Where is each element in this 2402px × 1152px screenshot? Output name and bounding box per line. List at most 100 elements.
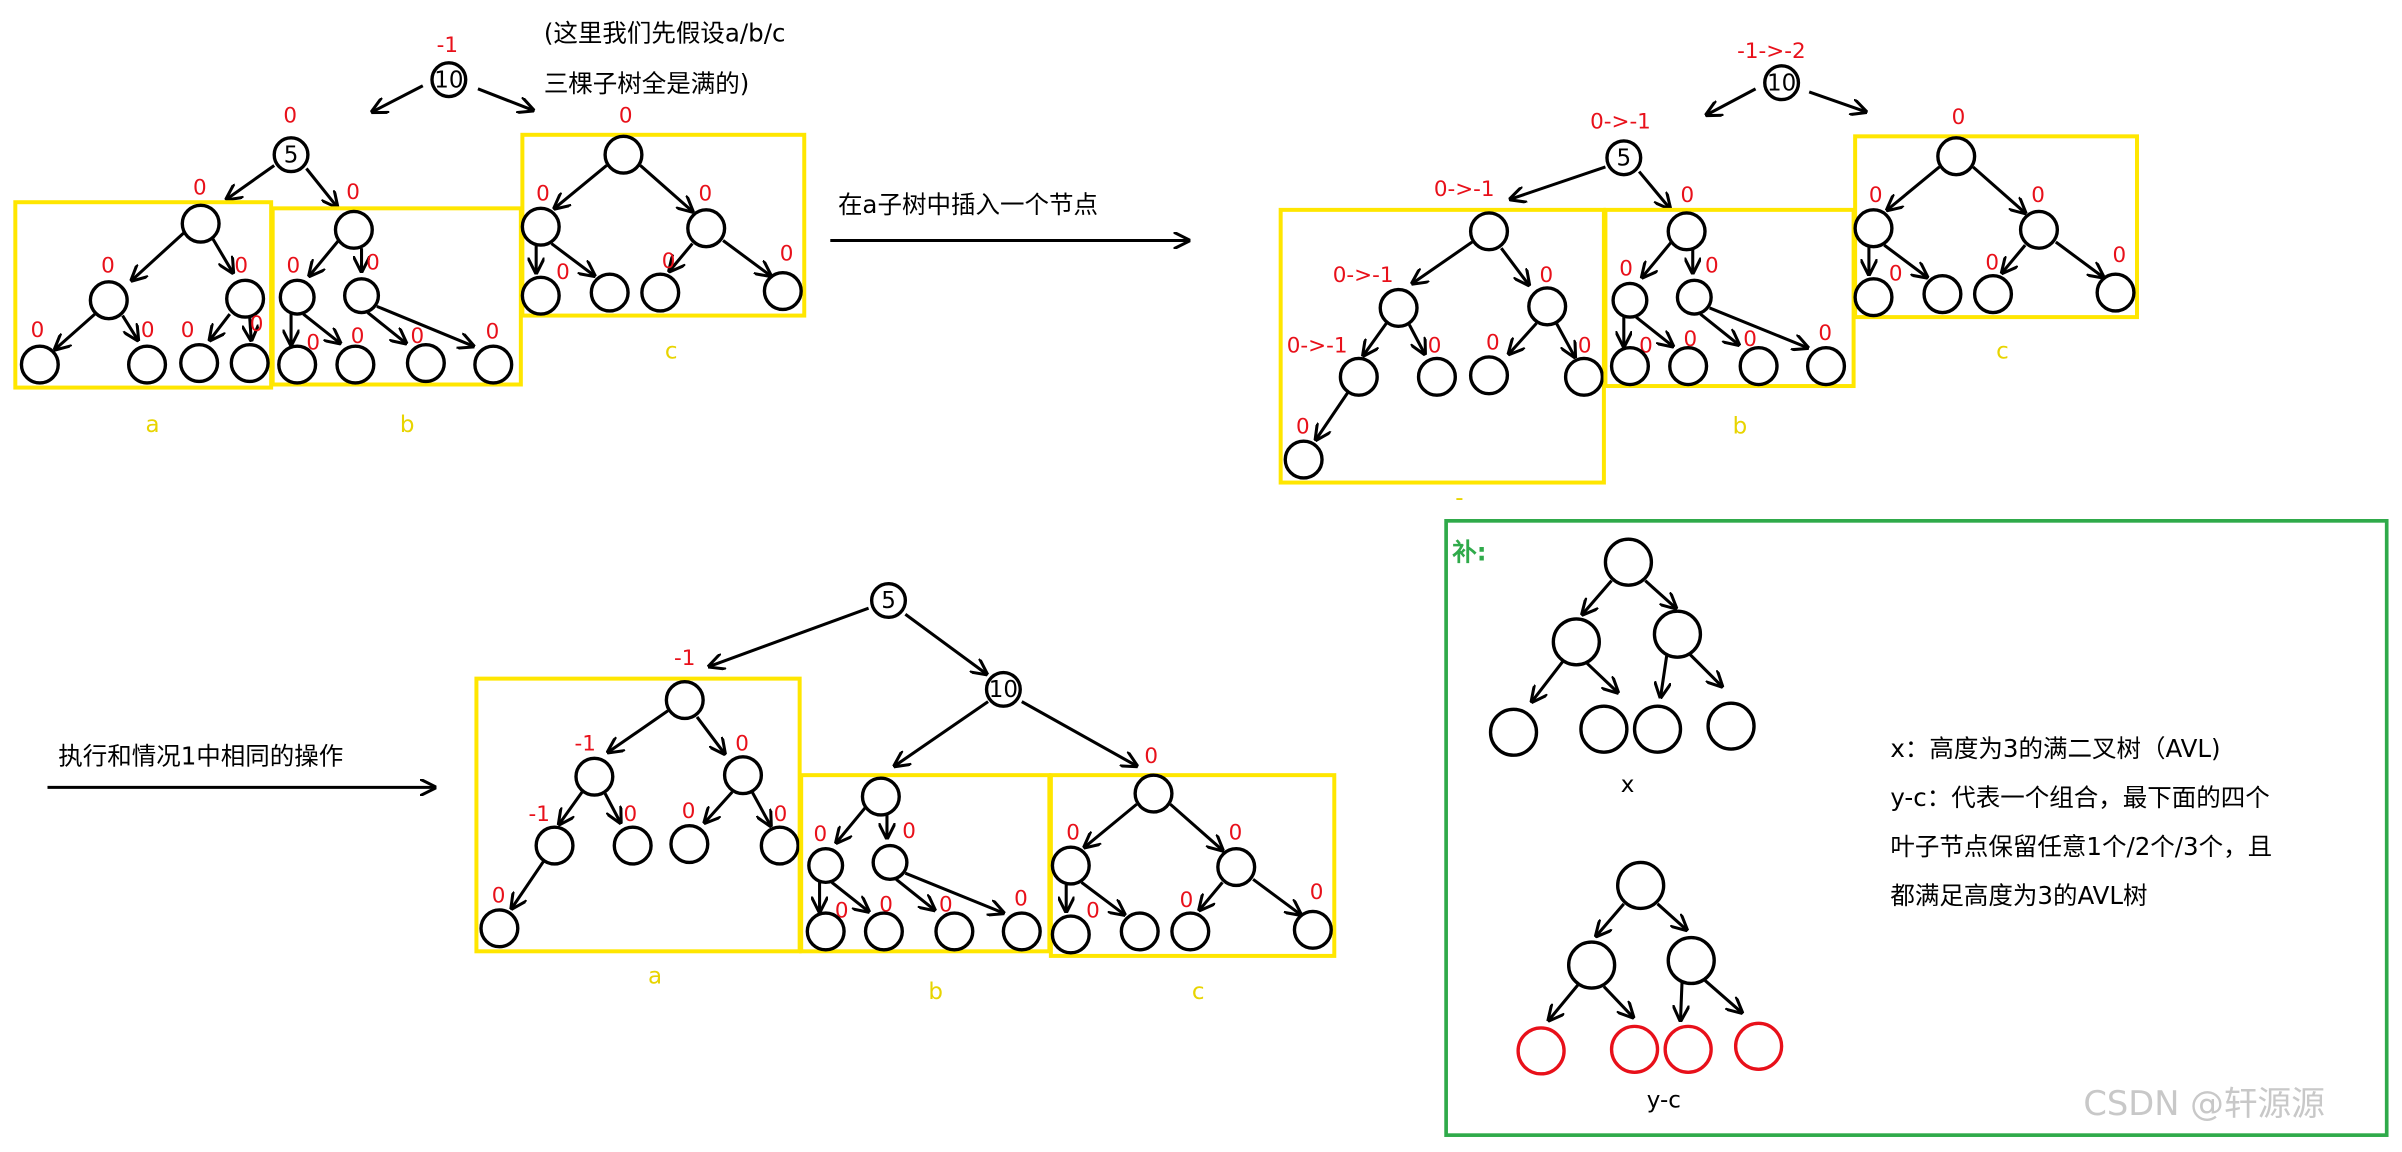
- subtree-a-box: [474, 676, 802, 954]
- panel-before-insert: (这里我们先假设a/b/c 三棵子树全是满的) -1 10 0 5 0 0 0 …: [13, 18, 807, 438]
- tree-node: [335, 344, 376, 385]
- tree-node: [722, 755, 764, 796]
- edge: [895, 878, 934, 910]
- bf: 0->-1: [1434, 177, 1495, 202]
- edge: [904, 613, 986, 674]
- bf: 0: [1818, 321, 1832, 346]
- tree-node: [1805, 346, 1847, 387]
- tree-node: [863, 911, 904, 952]
- yc-optional-leaf: [1609, 1024, 1660, 1075]
- tree-node: [860, 776, 901, 817]
- tree-node: [2095, 272, 2136, 313]
- bf: 0: [492, 883, 506, 908]
- edge: [695, 716, 725, 754]
- bf: 0: [101, 254, 115, 279]
- tree-node: [1468, 355, 1510, 396]
- edge: [559, 791, 584, 824]
- x-tree-leaf: [1488, 707, 1539, 757]
- tree-node: [1738, 346, 1779, 387]
- tree-node: [664, 680, 705, 721]
- subtree-c-label: c: [1996, 338, 2009, 364]
- tree-node: [1338, 356, 1379, 397]
- edge: [210, 313, 232, 340]
- yc-optional-leaf: [1663, 1024, 1713, 1075]
- bf: 0: [1086, 899, 1100, 924]
- edge: [1412, 240, 1474, 283]
- bf: 0: [286, 254, 300, 279]
- tree-node: [669, 824, 710, 865]
- edge: [1080, 881, 1125, 914]
- edge: [639, 164, 692, 211]
- tree-node: [278, 278, 316, 316]
- tree-node: [1668, 346, 1709, 387]
- bf-node5-changed: 0->-1: [1590, 110, 1651, 135]
- edge: [1252, 878, 1300, 914]
- bf: 0: [1310, 880, 1324, 905]
- edge: [750, 791, 770, 826]
- tree-node: [807, 846, 845, 885]
- subtree-a-label: a: [146, 412, 160, 438]
- tree-node: [1416, 356, 1457, 397]
- edge: [1688, 653, 1722, 686]
- x-tree-node: [1551, 617, 1601, 667]
- node-10-label: 10: [989, 677, 1018, 703]
- tree-node: [1050, 914, 1091, 955]
- edge: [1635, 315, 1673, 346]
- edge: [302, 312, 340, 343]
- edge: [1644, 579, 1676, 609]
- edge: [211, 238, 233, 273]
- edge: [1169, 803, 1222, 850]
- edge: [227, 164, 276, 199]
- edge: [669, 242, 694, 272]
- tree-node: [88, 280, 129, 321]
- edge: [603, 792, 620, 823]
- tree-node: [574, 756, 615, 797]
- node-10: [430, 61, 468, 99]
- edge: [1656, 902, 1687, 930]
- tree-node: [612, 825, 653, 866]
- edge: [1596, 902, 1625, 936]
- edge: [1642, 241, 1673, 277]
- edge: [250, 317, 252, 340]
- tree-node: [405, 342, 446, 384]
- bf: 0: [1229, 820, 1243, 845]
- bf: 0: [699, 182, 713, 207]
- subtree-b-label: b: [928, 979, 943, 1005]
- bf: 0->-1: [1333, 263, 1394, 288]
- tree-node: [871, 843, 909, 881]
- node-5-label: 5: [284, 142, 299, 168]
- edge: [904, 871, 1003, 913]
- edge: [1510, 165, 1606, 199]
- bf: 0: [1680, 183, 1694, 208]
- tree-node: [1170, 911, 1211, 952]
- bf: 0: [1869, 183, 1883, 208]
- bf: 0: [2112, 243, 2126, 268]
- edge: [836, 806, 867, 842]
- node-5-label: 5: [881, 588, 896, 614]
- bf: 0: [1014, 886, 1028, 911]
- bf: 0->-1: [1287, 333, 1348, 358]
- tree-node: [2018, 209, 2060, 250]
- bf: -1: [574, 732, 595, 757]
- supplement-box: [1444, 519, 2389, 1137]
- tree-node: [1133, 773, 1174, 814]
- edge: [1661, 655, 1667, 697]
- node-10-label: 10: [434, 67, 463, 93]
- tree-node: [1853, 277, 1894, 318]
- bf: 0: [902, 819, 916, 844]
- bf: 0: [234, 254, 248, 279]
- tree-node: [1216, 846, 1257, 888]
- tree-node: [1119, 911, 1160, 952]
- desc-line4: 都满足高度为3的AVL树: [1890, 881, 2147, 910]
- bf: 0: [1889, 261, 1903, 286]
- edge: [1582, 579, 1613, 615]
- tree-node: [603, 134, 644, 175]
- tree-node: [520, 275, 561, 316]
- bf-node10: -1: [437, 33, 458, 58]
- step1-arrow: 在a子树中插入一个节点: [830, 190, 1188, 241]
- bf: 0: [1952, 105, 1966, 130]
- yc-tree-node: [1566, 940, 1617, 990]
- bf: 0: [366, 251, 380, 276]
- bf: 0: [181, 318, 195, 343]
- node-5-label: 5: [1617, 145, 1632, 171]
